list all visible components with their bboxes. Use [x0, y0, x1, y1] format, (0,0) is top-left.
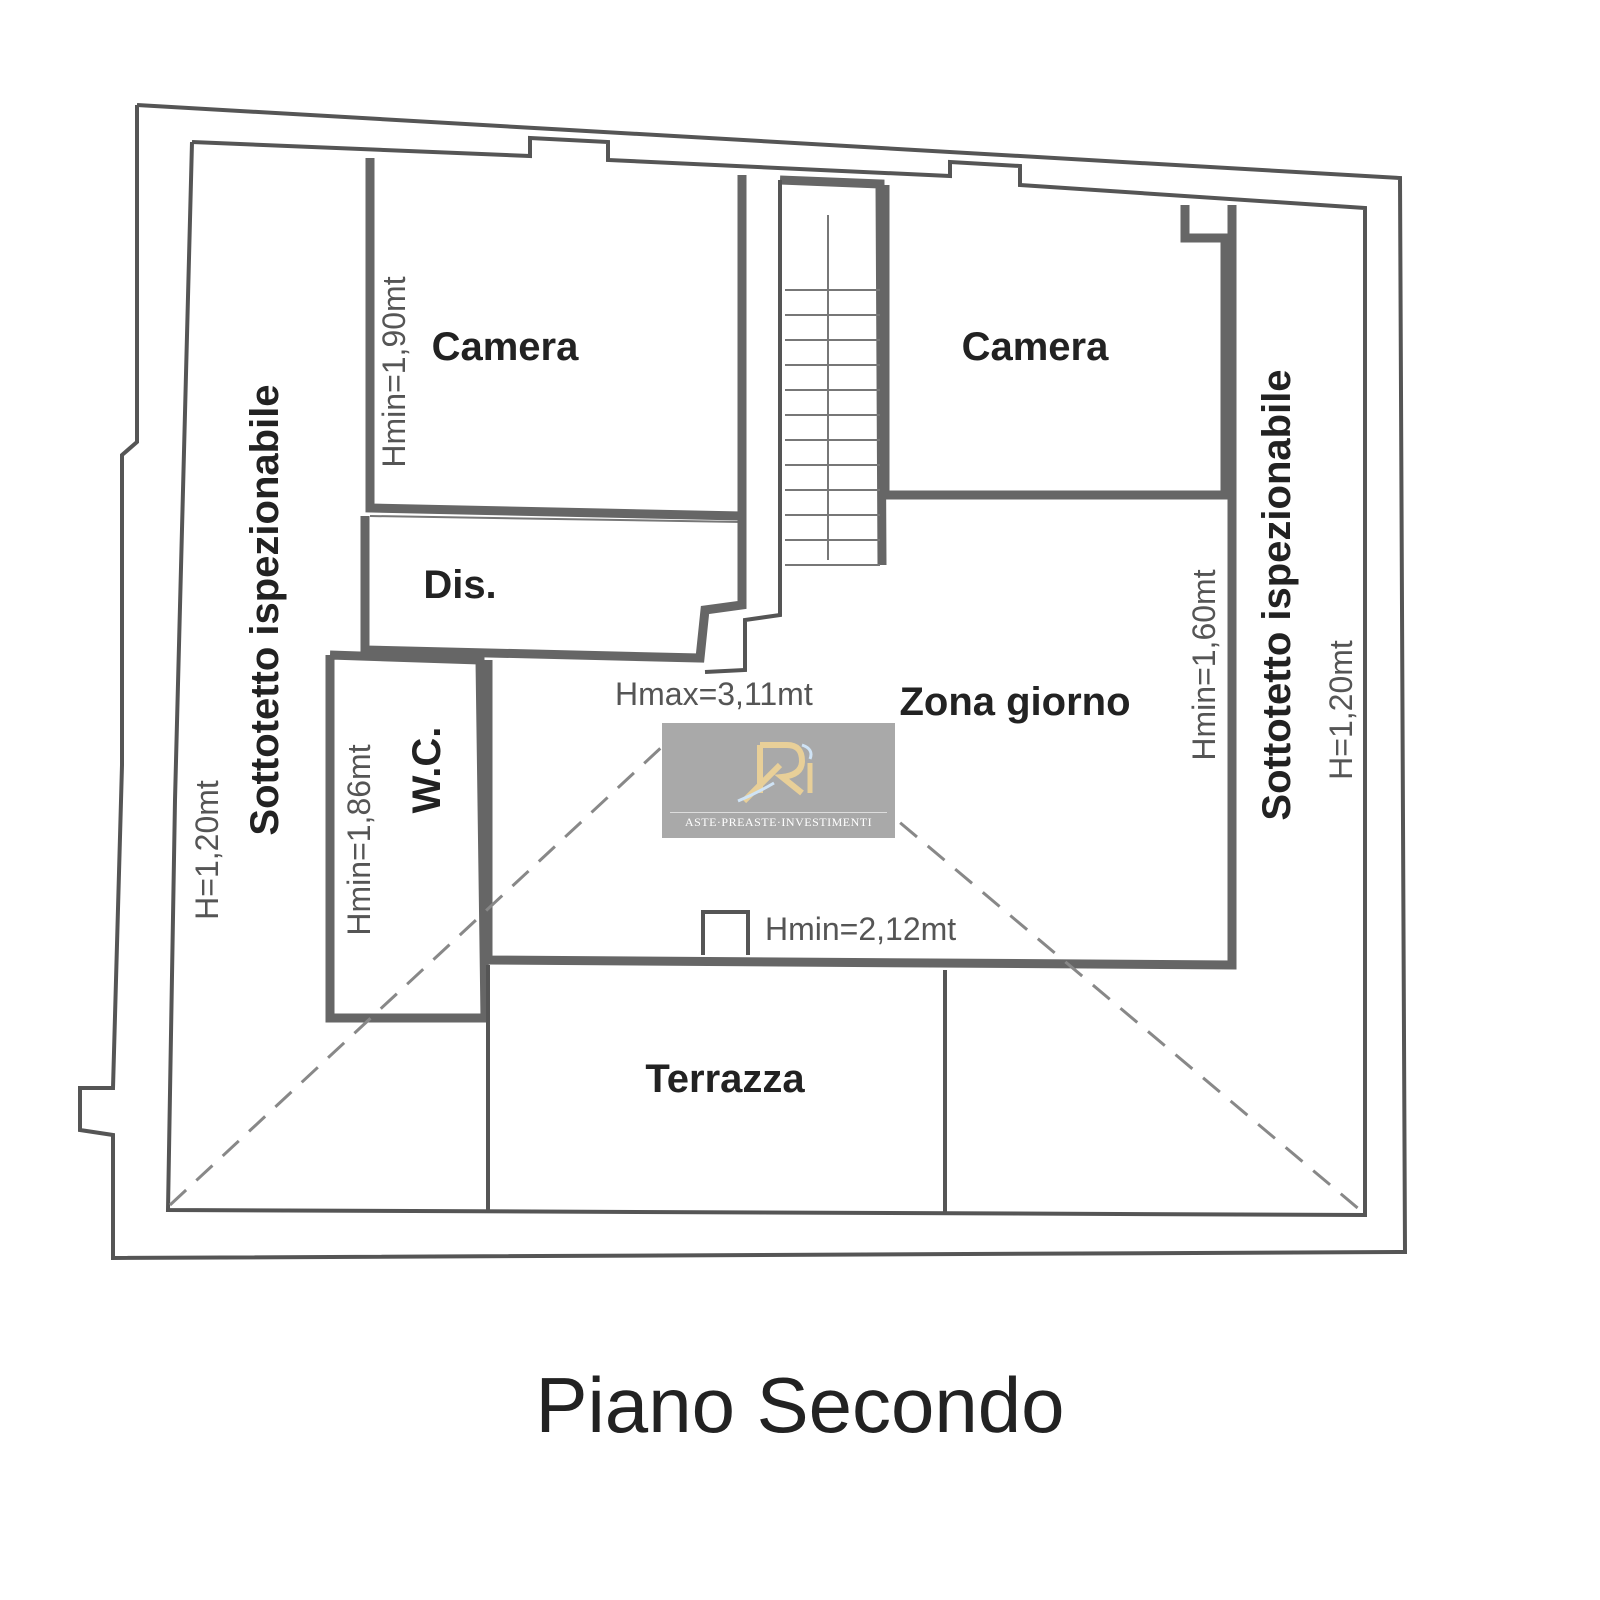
room-label-zona-giorno: Zona giorno	[899, 680, 1130, 724]
stair-wall	[779, 175, 887, 566]
height-zona-max: Hmax=3,11mt	[615, 676, 813, 712]
outer-wall	[78, 103, 1408, 1261]
roof-ridge-left	[168, 728, 682, 1207]
zona-giorno-wall	[483, 205, 1237, 970]
height-camera-left: Hmin=1,90mt	[376, 276, 412, 467]
room-label-wc: W.C.	[405, 727, 449, 814]
room-label-camera-left: Camera	[432, 325, 580, 369]
inner-wall	[165, 135, 1367, 1218]
watermark-logo: ASTE·PREASTE·INVESTIMENTI	[662, 723, 895, 838]
wc-wall	[325, 650, 490, 1023]
height-sottotetto-right: H=1,20mt	[1323, 640, 1359, 780]
logo-icon	[737, 742, 813, 804]
camera-left-wall	[365, 158, 747, 521]
height-sottotetto-left: H=1,20mt	[189, 780, 225, 920]
stairs	[785, 215, 880, 566]
watermark-tagline: ASTE·PREASTE·INVESTIMENTI	[670, 812, 887, 830]
height-wc: Hmin=1,86mt	[341, 744, 377, 935]
dis-wall	[360, 516, 747, 663]
plan-title: Piano Secondo	[535, 1361, 1065, 1449]
room-label-sottotetto-right: Sottotetto ispezionabile	[1255, 369, 1299, 820]
room-label-camera-right: Camera	[962, 325, 1110, 369]
room-label-sottotetto-left: Sottotetto ispezionabile	[243, 384, 287, 835]
height-zona-bottom: Hmin=2,12mt	[765, 911, 956, 947]
room-label-dis: Dis.	[423, 563, 496, 607]
camera-right-wall	[880, 185, 1230, 500]
height-zona-right: Hmin=1,60mt	[1186, 569, 1222, 760]
room-label-terrazza: Terrazza	[645, 1057, 805, 1101]
